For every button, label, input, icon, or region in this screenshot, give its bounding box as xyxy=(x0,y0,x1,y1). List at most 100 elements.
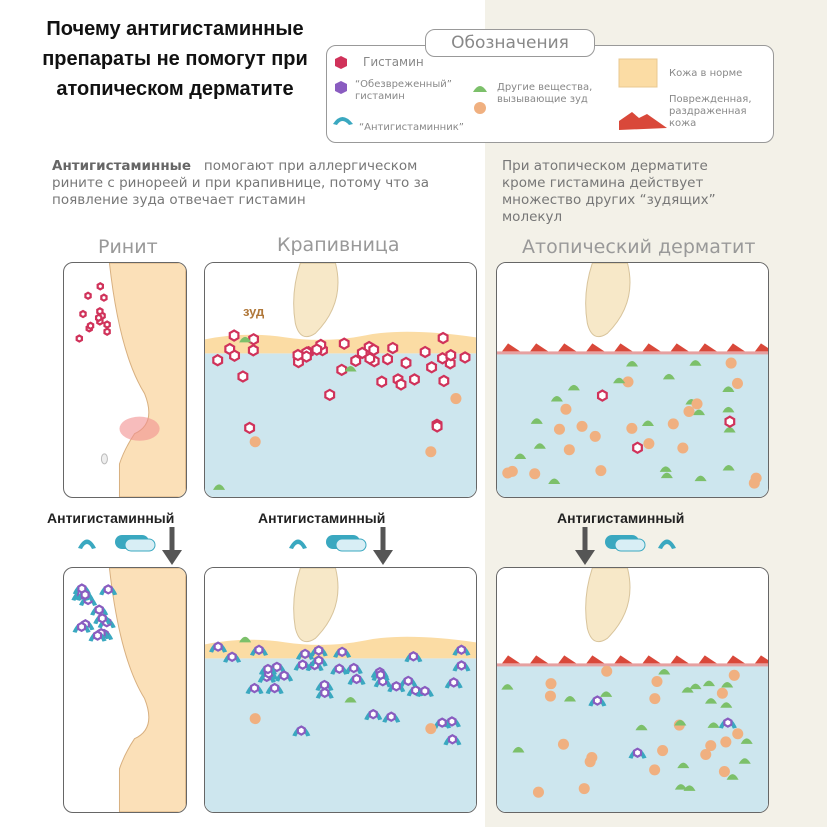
damaged-skin xyxy=(558,343,577,352)
neutralized-histamine xyxy=(254,644,264,656)
neutralized-histamine xyxy=(592,695,602,706)
other-substance xyxy=(567,384,580,391)
histamine xyxy=(248,332,259,346)
histamine xyxy=(212,353,224,367)
arrow-head-icon xyxy=(575,550,595,565)
pill-icon xyxy=(124,538,156,552)
damaged-skin xyxy=(754,655,768,664)
histamine xyxy=(244,421,256,435)
other-substance xyxy=(722,406,735,413)
neutralized-histamine xyxy=(94,604,104,615)
histamine xyxy=(100,293,108,302)
antihistamine-icon xyxy=(289,539,307,549)
pill-icon xyxy=(614,538,646,552)
histamine xyxy=(228,329,240,342)
damaged-skin xyxy=(530,343,549,352)
neutralized-histamine xyxy=(447,716,457,727)
other-substance xyxy=(740,738,753,744)
histamine-icon xyxy=(335,56,347,69)
neutralized-histamine xyxy=(368,708,378,720)
neutralized-histamine xyxy=(408,650,418,662)
orange-molecule xyxy=(677,442,689,454)
histamine xyxy=(247,343,259,357)
neutralized-histamine xyxy=(213,641,223,652)
other-substance xyxy=(720,702,733,708)
damaged-skin xyxy=(698,655,717,664)
histamine xyxy=(86,321,95,331)
histamine xyxy=(364,352,376,365)
neutralized-histamine xyxy=(403,675,413,687)
neutralized-histamine xyxy=(249,682,260,694)
neutralized-histamine xyxy=(449,677,459,688)
antihistamine-icon xyxy=(333,117,353,125)
legend-antihistamine: “Антигистаминник” xyxy=(359,122,464,133)
damaged-skin xyxy=(670,655,689,664)
arrow-head-icon xyxy=(373,550,393,565)
other-substance-icon xyxy=(473,86,487,92)
orange-molecule xyxy=(657,745,669,757)
orange-molecule xyxy=(553,423,565,435)
histamine xyxy=(103,327,111,336)
pill-icon xyxy=(335,538,367,552)
histamine xyxy=(336,363,348,377)
neutralized-histamine xyxy=(296,725,306,736)
other-substance xyxy=(694,475,707,482)
neutralized-histamine xyxy=(337,646,347,658)
neutralized-histamine xyxy=(447,733,458,745)
orange-molecule xyxy=(705,740,717,752)
orange-molecule xyxy=(649,764,661,776)
other-substance xyxy=(563,696,577,702)
nose xyxy=(108,568,186,812)
neutralized-histamine xyxy=(97,613,107,624)
other-substance xyxy=(726,774,739,780)
damaged-skin xyxy=(614,655,633,664)
orange-molecule xyxy=(425,446,437,458)
section-urticaria: Крапивница xyxy=(277,234,400,256)
other-substance xyxy=(213,484,226,490)
neutralized-histamine xyxy=(272,661,282,673)
fluid xyxy=(205,658,476,812)
histamine xyxy=(96,282,105,291)
neutralized-histamine xyxy=(334,663,344,675)
other-substance xyxy=(641,420,654,427)
orange-molecule xyxy=(595,465,607,477)
damaged-skin xyxy=(502,655,521,664)
antihistamine-label-2: Антигистаминный xyxy=(258,510,386,526)
other-substance xyxy=(702,680,715,687)
intro-left-bold: Антигистаминные xyxy=(52,158,192,174)
orange-molecule xyxy=(667,418,679,430)
legend-other: Другие вещества, вызывающие зуд xyxy=(497,82,593,105)
neutralized-histamine xyxy=(279,670,289,681)
histamine xyxy=(387,341,399,355)
orange-molecule xyxy=(718,766,730,778)
other-substance xyxy=(722,386,735,392)
histamine xyxy=(724,415,736,428)
other-substance xyxy=(635,724,648,731)
orange-molecule xyxy=(544,690,556,702)
histamine xyxy=(376,375,388,389)
orange-molecule xyxy=(732,728,744,740)
orange-molecule xyxy=(700,748,712,761)
neutralized-histamine xyxy=(376,669,386,681)
finger-nail xyxy=(585,568,631,643)
damaged-skin xyxy=(642,343,661,352)
section-atopic: Атопический дерматит xyxy=(522,236,756,258)
panel-urticaria-before xyxy=(204,262,477,498)
legend-icons xyxy=(333,56,667,130)
drop xyxy=(100,453,108,465)
histamine xyxy=(350,354,362,368)
legend-normal-skin: Кожа в норме xyxy=(669,68,743,79)
arrows-and-pills xyxy=(78,527,676,565)
orange-molecule xyxy=(716,687,728,699)
damaged-skin xyxy=(670,343,689,352)
panel-atopic-before xyxy=(496,262,769,498)
damaged-skin-line xyxy=(497,351,768,355)
other-substance xyxy=(239,636,252,643)
orange-molecule xyxy=(425,723,437,735)
panel-rhinitis-after xyxy=(63,567,187,813)
orange-molecule xyxy=(557,738,569,750)
orange-molecule xyxy=(529,468,541,480)
damaged-skin xyxy=(502,343,521,352)
histamine xyxy=(445,348,457,362)
other-substance xyxy=(723,427,736,433)
